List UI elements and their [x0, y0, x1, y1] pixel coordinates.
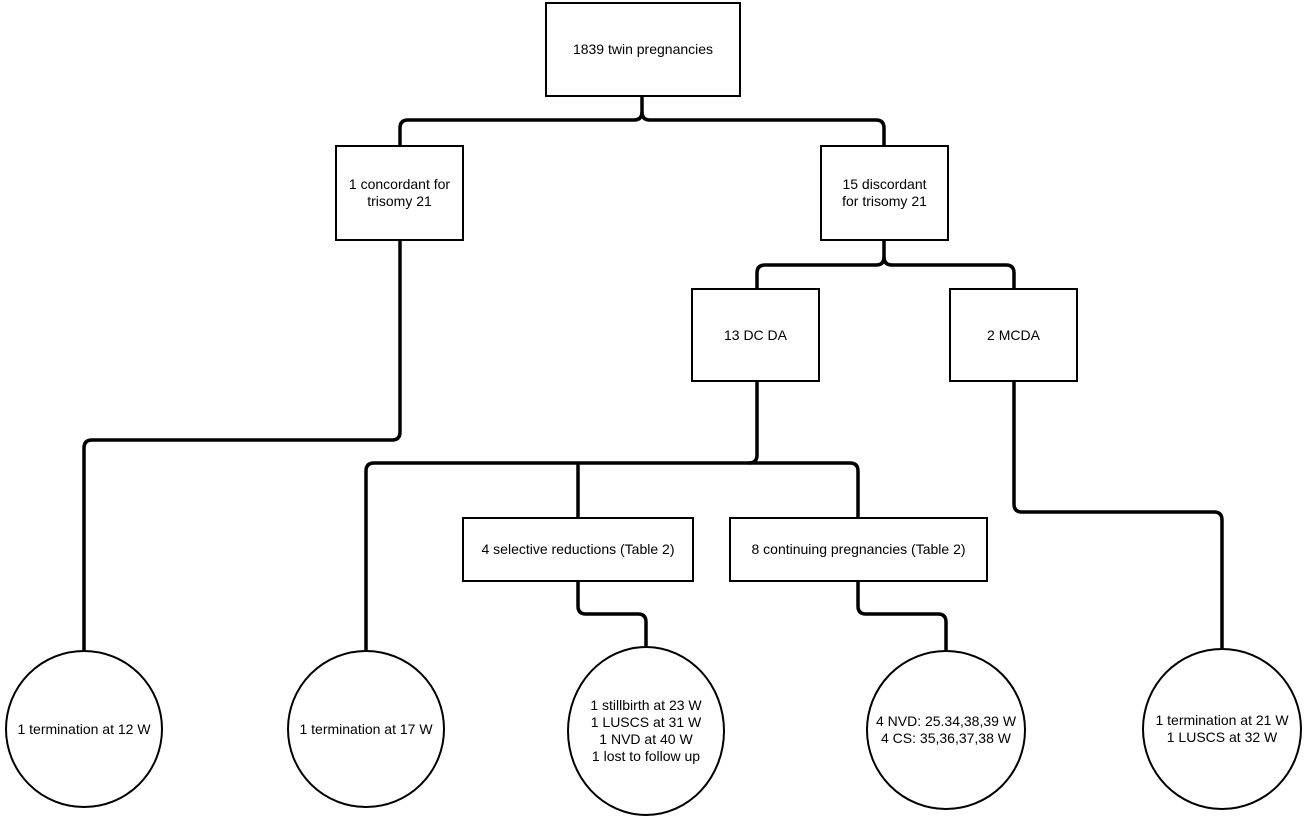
node-discordant-label: 15 discordant for trisomy 21: [842, 176, 927, 209]
node-discordant: 15 discordant for trisomy 21: [820, 145, 949, 241]
edge-continuing-outcomes: [856, 582, 948, 650]
outcome-termination-12w-label: 1 termination at 12 W: [17, 720, 151, 737]
outcome-termination-12w: 1 termination at 12 W: [5, 650, 163, 808]
edge-discordant-dcda: [755, 241, 886, 288]
node-continuing-pregnancies: 8 continuing pregnancies (Table 2): [729, 517, 988, 582]
node-root: 1839 twin pregnancies: [545, 2, 741, 97]
node-concordant: 1 concordant for trisomy 21: [335, 145, 464, 241]
edge-concordant-term12: [82, 241, 402, 650]
edge-mcda-outcomes: [1012, 382, 1224, 648]
node-concordant-label: 1 concordant for trisomy 21: [348, 176, 451, 209]
outcome-mcda: 1 termination at 21 W 1 LUSCS at 32 W: [1142, 648, 1302, 810]
node-dcda: 13 DC DA: [691, 288, 820, 382]
edge-discordant-mcda: [882, 256, 1016, 288]
edge-root-split: [398, 97, 644, 145]
node-mcda-label: 2 MCDA: [987, 326, 1040, 343]
node-selective-reductions: 4 selective reductions (Table 2): [462, 517, 694, 582]
edge-dcda-continuing: [749, 461, 860, 517]
node-root-label: 1839 twin pregnancies: [572, 41, 714, 57]
node-selective-reductions-label: 4 selective reductions (Table 2): [481, 541, 675, 557]
edge-selective-outcomes: [576, 582, 648, 646]
node-continuing-pregnancies-label: 8 continuing pregnancies (Table 2): [751, 541, 966, 557]
node-dcda-label: 13 DC DA: [723, 326, 788, 343]
edge-root-discordant: [640, 111, 886, 145]
outcome-mcda-label: 1 termination at 21 W 1 LUSCS at 32 W: [1155, 712, 1289, 745]
outcome-termination-17w-label: 1 termination at 17 W: [299, 720, 433, 737]
outcome-continuing-pregnancies-label: 4 NVD: 25.34,38,39 W 4 CS: 35,36,37,38 W: [875, 713, 1017, 746]
edge-dcda-bus: [364, 382, 759, 650]
node-mcda: 2 MCDA: [949, 288, 1078, 382]
outcome-selective-reductions: 1 stillbirth at 23 W 1 LUSCS at 31 W 1 N…: [567, 646, 725, 816]
outcome-continuing-pregnancies: 4 NVD: 25.34,38,39 W 4 CS: 35,36,37,38 W: [866, 650, 1026, 810]
outcome-termination-17w: 1 termination at 17 W: [287, 650, 445, 808]
outcome-selective-reductions-label: 1 stillbirth at 23 W 1 LUSCS at 31 W 1 N…: [590, 697, 702, 764]
